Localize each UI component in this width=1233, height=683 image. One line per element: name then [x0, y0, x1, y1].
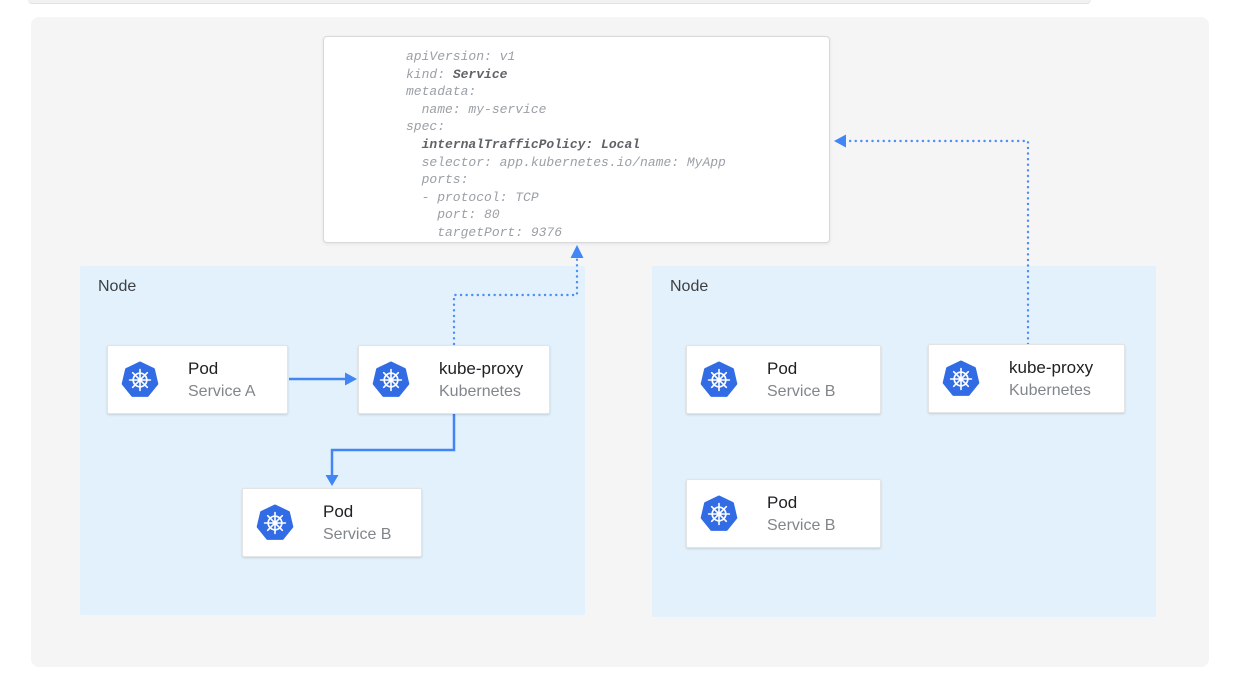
card-title: kube-proxy	[439, 359, 524, 378]
top-divider	[28, 0, 1091, 4]
kubernetes-icon	[256, 504, 294, 542]
card-subtitle: Service A	[188, 383, 256, 400]
card-title: Pod	[767, 493, 798, 512]
node-2-label: Node	[670, 278, 709, 295]
kubernetes-icon	[942, 360, 980, 398]
card-subtitle: Service B	[323, 526, 392, 543]
card-title: Pod	[323, 502, 354, 521]
card-subtitle: Service B	[767, 517, 836, 534]
card-title: Pod	[767, 359, 798, 378]
node-1: Node	[80, 266, 585, 615]
node-1-label: Node	[98, 278, 137, 295]
card-title: kube-proxy	[1009, 358, 1094, 377]
card-subtitle: Service B	[767, 383, 836, 400]
card-kube-proxy-2: kube-proxy Kubernetes	[928, 344, 1125, 413]
card-pod-service-b-node2-bottom: Pod Service B	[686, 479, 881, 548]
kubernetes-icon	[700, 495, 738, 533]
card-pod-service-a: Pod Service A	[107, 345, 288, 414]
card-pod-service-b-node2-top: Pod Service B	[686, 345, 881, 414]
card-pod-service-b-node1: Pod Service B	[242, 488, 422, 557]
kubernetes-icon	[700, 361, 738, 399]
card-title: Pod	[188, 359, 219, 378]
node-2: Node	[652, 266, 1156, 617]
card-subtitle: Kubernetes	[1009, 382, 1091, 399]
kubernetes-icon	[121, 361, 159, 399]
card-kube-proxy-1: kube-proxy Kubernetes	[358, 345, 550, 414]
card-subtitle: Kubernetes	[439, 383, 521, 400]
kubernetes-icon	[372, 361, 410, 399]
